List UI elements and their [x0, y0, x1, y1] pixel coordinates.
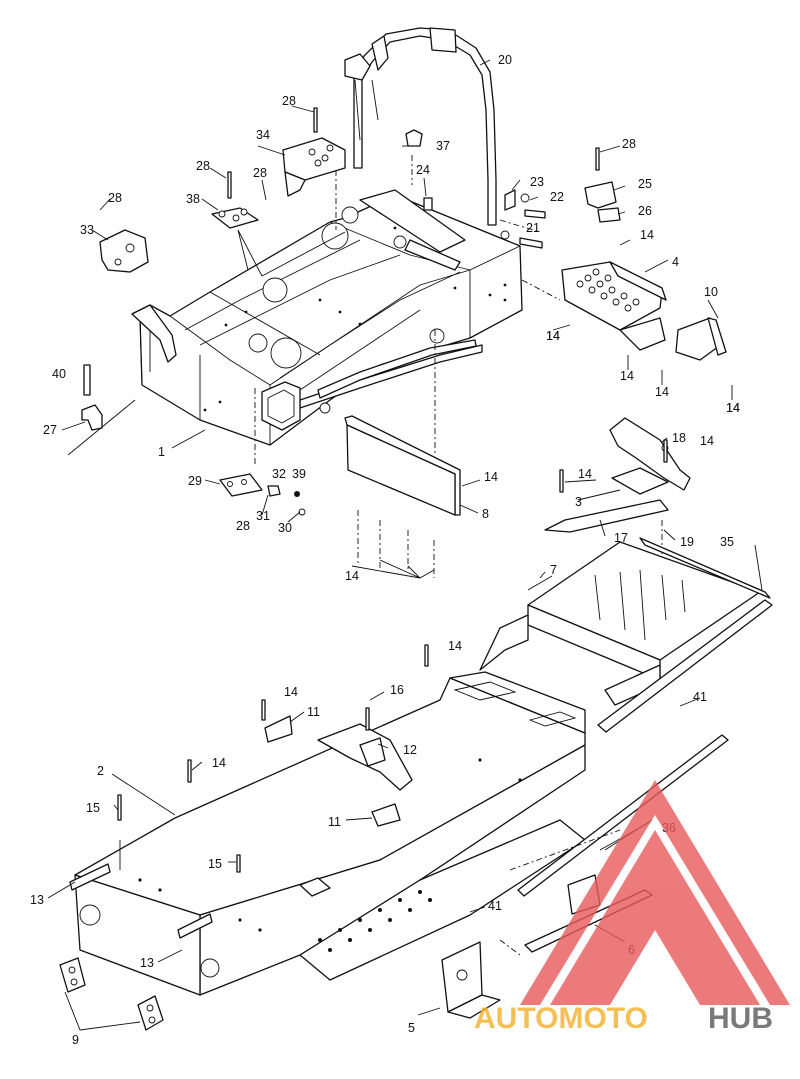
- callout-28c: 28: [253, 166, 267, 180]
- callout-31: 31: [256, 509, 270, 523]
- callout-32: 32: [272, 467, 286, 481]
- callout-13b: 13: [140, 956, 154, 970]
- callout-14-g: 14: [578, 467, 592, 481]
- callout-27: 27: [43, 423, 57, 437]
- callout-28b: 28: [196, 159, 210, 173]
- footrest-4: [561, 261, 667, 331]
- callout-21: 21: [526, 221, 540, 235]
- callout-41b: 41: [488, 899, 502, 913]
- upper-frame: [131, 189, 523, 446]
- callout-14-d: 14: [655, 385, 669, 399]
- callout-14-h: 14: [484, 470, 498, 484]
- callout-19: 19: [680, 535, 694, 549]
- leader-lines: [47, 59, 763, 1031]
- handlebar-loop: [344, 27, 497, 226]
- callout-37: 37: [436, 139, 450, 153]
- callout-11a: 11: [307, 705, 320, 719]
- bracket-10: [619, 317, 727, 361]
- callout-40: 40: [52, 367, 66, 381]
- bracket-25: [584, 181, 621, 223]
- callout-14-f: 14: [700, 434, 714, 448]
- callout-28a: 28: [282, 94, 296, 108]
- callout-29: 29: [188, 474, 202, 488]
- callout-11b: 11: [328, 815, 341, 829]
- skid-8: [344, 415, 461, 578]
- callout-41a: 41: [693, 690, 707, 704]
- callout-12: 12: [403, 743, 417, 757]
- callout-34: 34: [256, 128, 270, 142]
- fasteners: [117, 107, 668, 873]
- callout-28f: 28: [236, 519, 250, 533]
- callout-10: 10: [704, 285, 718, 299]
- watermark-triangle: [520, 780, 790, 1005]
- callout-33: 33: [80, 223, 94, 237]
- callout-14-l: 14: [212, 756, 226, 770]
- plates-9: [59, 957, 164, 1031]
- handlebar-hardware: [405, 129, 546, 249]
- callout-15b: 15: [208, 857, 222, 871]
- callout-39: 39: [292, 467, 306, 481]
- tunnel-2: [69, 671, 586, 996]
- plate-38: [211, 207, 259, 229]
- bracket-33: [99, 229, 149, 273]
- callout-5: 5: [408, 1021, 415, 1035]
- callout-14-c: 14: [620, 369, 634, 383]
- callout-28e: 28: [622, 137, 636, 151]
- callout-15a: 15: [86, 801, 100, 815]
- callout-35: 35: [720, 535, 734, 549]
- callout-24: 24: [416, 163, 430, 177]
- assembly-lines-upper: [254, 155, 561, 465]
- callout-30: 30: [278, 521, 292, 535]
- callout-20: 20: [498, 53, 512, 67]
- callout-8: 8: [482, 507, 489, 521]
- brackets-11-12: [264, 715, 413, 827]
- callout-2: 2: [97, 764, 104, 778]
- assembly-lines-lower: [499, 829, 621, 956]
- bracket-34: [282, 137, 346, 197]
- callout-17: 17: [614, 531, 628, 545]
- callout-38: 38: [186, 192, 200, 206]
- callout-28d: 28: [108, 191, 122, 205]
- clamp-27: [67, 364, 136, 456]
- callout-25: 25: [638, 177, 652, 191]
- callout-14-b: 14: [546, 329, 560, 343]
- callout-14-k: 14: [284, 685, 298, 699]
- watermark-text-colored: AUTOMOTO: [474, 1002, 648, 1035]
- callout-14-i: 14: [345, 569, 359, 583]
- callout-14-e: 14: [726, 401, 740, 415]
- hinge-29: [219, 473, 306, 516]
- callout-14-j: 14: [448, 639, 462, 653]
- callout-3: 3: [575, 495, 582, 509]
- callout-1: 1: [158, 445, 165, 459]
- callout-18: 18: [672, 431, 686, 445]
- callout-9: 9: [72, 1033, 79, 1047]
- callout-16: 16: [390, 683, 404, 697]
- callout-22: 22: [550, 190, 564, 204]
- tray-7: [479, 537, 773, 733]
- callout-26: 26: [638, 204, 652, 218]
- callout-7: 7: [550, 563, 557, 577]
- callout-14-m: 14: [546, 329, 560, 343]
- callout-13a: 13: [30, 893, 44, 907]
- callout-23: 23: [530, 175, 544, 189]
- automotohub-watermark: AUTOMOTO HUB: [474, 780, 790, 1035]
- callout-14-a: 14: [640, 228, 654, 242]
- watermark-text-grey: HUB: [708, 1002, 773, 1035]
- steering-3: [544, 417, 691, 560]
- callout-4: 4: [672, 255, 679, 269]
- callout-14-n: 14: [726, 401, 740, 415]
- bracket-5: [441, 941, 501, 1019]
